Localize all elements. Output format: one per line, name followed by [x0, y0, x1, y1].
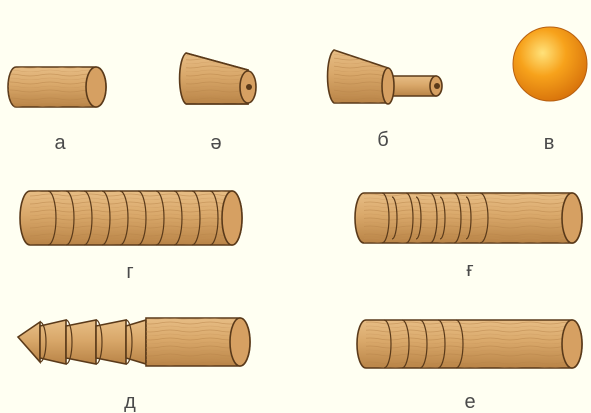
figure-label: в [544, 133, 555, 153]
figure-ge-ringed-cylinder [20, 191, 242, 245]
figure-ghayn-notched-cylinder [355, 193, 582, 243]
figure-de-stepped-cylinder [18, 318, 250, 366]
figure-be-cone-pin [328, 50, 442, 104]
figure-a-cylinder [8, 67, 106, 107]
figure-label: ғ [466, 260, 473, 280]
figure-label: д [124, 392, 136, 412]
figure-label: а [54, 133, 65, 153]
figure-ve-sphere [513, 27, 587, 101]
figure-label: ә [210, 133, 221, 153]
figure-label: е [464, 392, 475, 412]
figure-ye-scalloped-cylinder [357, 320, 582, 368]
figure-schwa-cone [180, 53, 256, 104]
figure-label: б [377, 130, 388, 150]
figure-label: г [126, 262, 133, 282]
